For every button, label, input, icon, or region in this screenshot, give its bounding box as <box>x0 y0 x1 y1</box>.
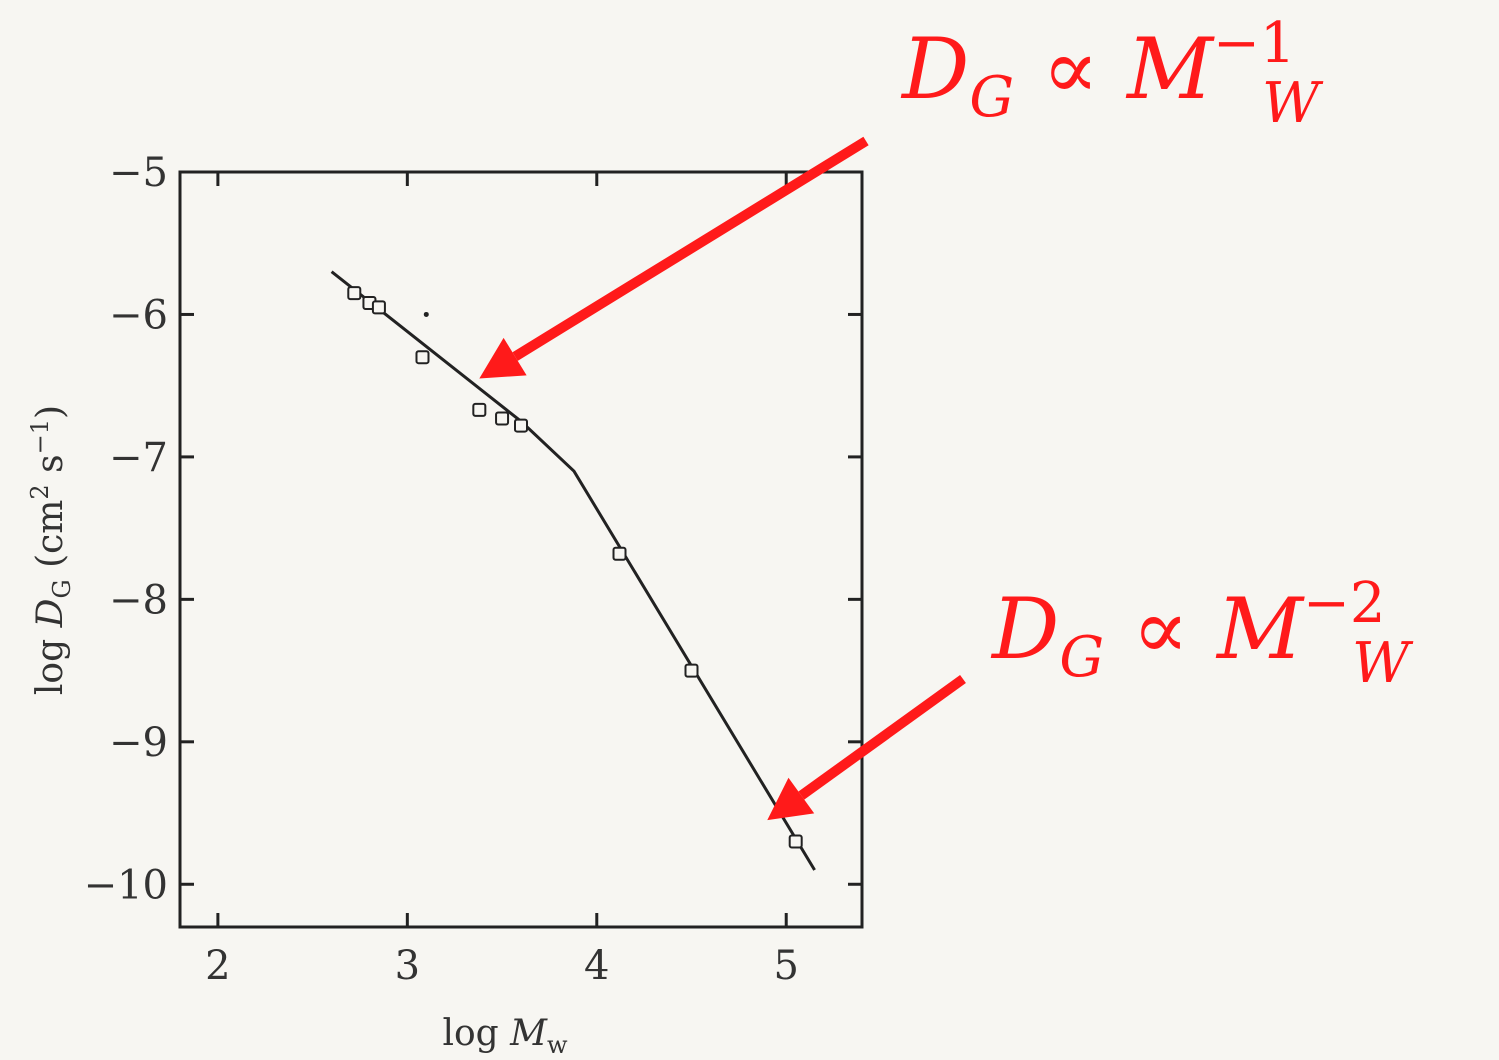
y-label-prefix: log <box>30 627 71 695</box>
axis-ticks <box>180 170 862 927</box>
x-label-var: M <box>509 1013 548 1054</box>
anno2-symbol: ∝ <box>1132 580 1189 678</box>
plot-frame <box>178 170 864 929</box>
data-point <box>788 834 803 849</box>
annotation-1-sub: W <box>1262 71 1324 136</box>
data-point <box>371 300 386 315</box>
anno1-symbol: ∝ <box>1042 20 1099 118</box>
annotation-2-sub: W <box>1352 631 1414 696</box>
annotation-1: DG ∝ M−1 <box>900 11 1296 130</box>
y-tick-label: −7 <box>109 435 168 481</box>
annotation-2: DG ∝ M−2 <box>990 571 1386 690</box>
x-tick-label: 3 <box>395 943 420 989</box>
x-label-prefix: log <box>442 1013 510 1054</box>
data-point <box>514 418 528 433</box>
y-label-sub: G <box>48 579 76 598</box>
y-label-unit-sup: 2 <box>26 484 54 499</box>
y-label-var: D <box>30 598 71 628</box>
fit-line <box>330 270 816 871</box>
data-point <box>415 350 430 365</box>
annotation-arrow-2 <box>798 674 966 800</box>
data-point <box>684 663 699 678</box>
y-label-unit-close: ) <box>30 405 71 419</box>
y-label-unit-open: (cm <box>30 500 71 580</box>
anno1-rhs: M <box>1125 20 1215 118</box>
data-point <box>472 402 487 417</box>
anno1-rhs-sup: −1 <box>1213 11 1296 76</box>
y-tick-label: −8 <box>109 577 168 623</box>
annotation-arrow-1 <box>512 136 869 361</box>
y-axis-label: log DG (cm2 s−1) <box>26 405 76 695</box>
anno2-rhs-sup: −2 <box>1303 571 1386 636</box>
y-tick-label: −6 <box>109 292 168 338</box>
annotation-arrowhead-1 <box>479 337 527 379</box>
data-point <box>495 411 510 426</box>
data-point <box>347 286 362 301</box>
y-label-unit-sup2: −1 <box>26 419 54 454</box>
y-label-unit-mid: s <box>30 454 71 484</box>
data-points <box>347 286 803 849</box>
data-point <box>612 546 627 561</box>
y-tick-label: −10 <box>84 862 168 908</box>
x-axis-label: log Mw <box>442 1013 568 1059</box>
anno2-lhs: D <box>990 580 1059 678</box>
anno1-lhs-sub: G <box>969 65 1014 130</box>
x-tick-label: 5 <box>773 943 798 989</box>
stray-dot <box>423 311 429 317</box>
anno2-lhs-sub: G <box>1059 625 1104 690</box>
x-tick-label: 2 <box>205 943 230 989</box>
annotation-arrowhead-2 <box>767 777 815 821</box>
x-label-sub: w <box>547 1031 568 1059</box>
y-tick-label: −9 <box>109 720 168 766</box>
anno1-lhs: D <box>900 20 969 118</box>
y-tick-label: −5 <box>109 150 168 196</box>
tick-labels: 2 3 4 5 −5 −6 −7 −8 −9 −10 <box>84 150 799 989</box>
x-tick-label: 4 <box>584 943 609 989</box>
anno2-rhs: M <box>1215 580 1305 678</box>
